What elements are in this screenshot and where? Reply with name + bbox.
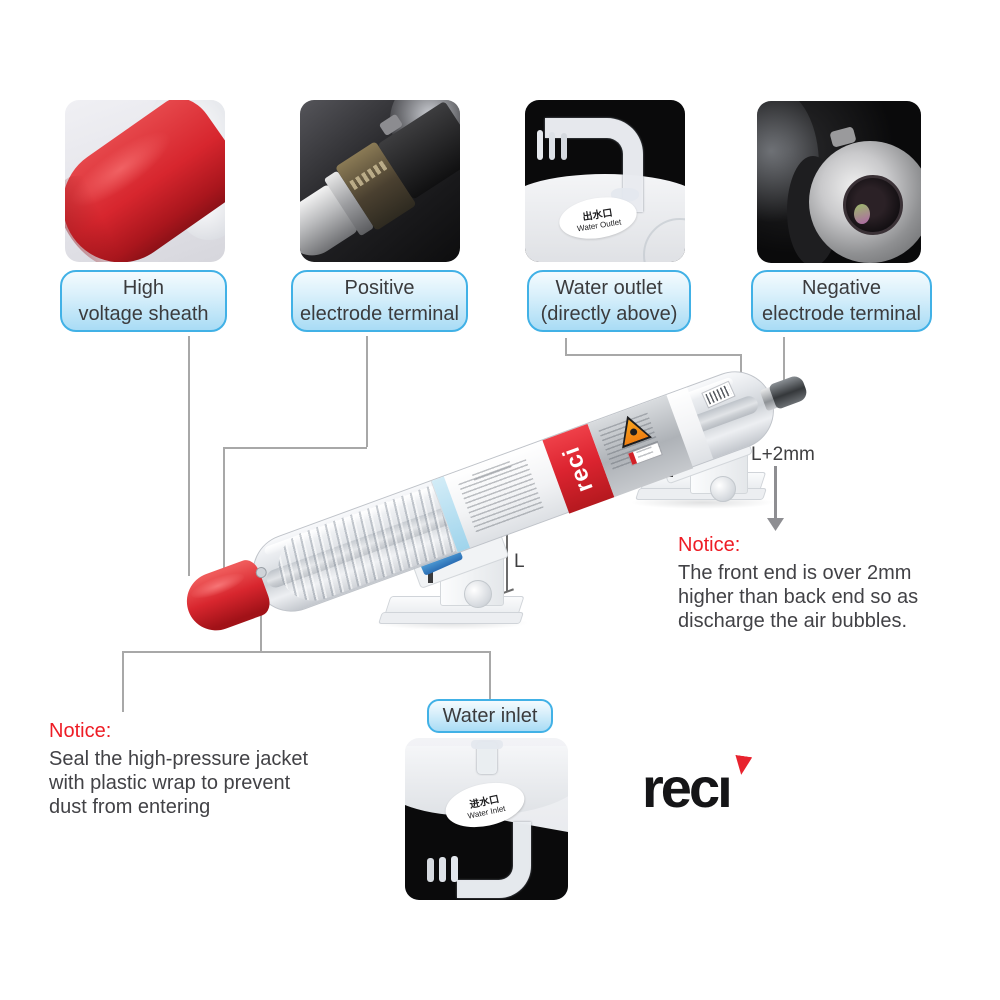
callout-line (223, 447, 367, 449)
callout-line (565, 354, 741, 356)
photo-high-voltage-sheath (65, 100, 225, 262)
reci-logo-text: recı (642, 756, 733, 819)
terminal-photo-shape (300, 100, 460, 262)
label-line: (directly above) (540, 303, 678, 325)
tube-spec-label: reci (430, 387, 714, 553)
callout-line (122, 651, 490, 653)
notice-line: with plastic wrap to prevent (49, 772, 291, 794)
callout-line (783, 337, 785, 388)
notice-title: Notice: (678, 534, 741, 556)
stand-knob (464, 580, 492, 608)
label-line: Water inlet (442, 705, 538, 727)
notice-line: The front end is over 2mm (678, 562, 912, 584)
notice-title: Notice: (49, 720, 112, 742)
photo-water-outlet: 出水口 Water Outlet (525, 100, 685, 262)
notice-line: dust from entering (49, 796, 211, 818)
label-line: voltage sheath (78, 303, 209, 325)
brand-band-text: reci (557, 442, 599, 496)
notice-seal-jacket: Notice: Seal the high-pressure jacket wi… (49, 720, 308, 819)
hose-barb-rib (451, 856, 458, 882)
negative-electrode-tip (768, 373, 810, 410)
metal-ring-photo-shape (809, 141, 921, 263)
notice-line: discharge the air bubbles. (678, 610, 908, 632)
arrow-line (774, 466, 777, 519)
notice-line: higher than back end so as (678, 586, 919, 608)
callout-line (366, 336, 368, 447)
hose-barb-rib (427, 858, 434, 882)
stand-slot (428, 572, 433, 583)
hose-barb-rib (549, 132, 555, 160)
notice-front-end: Notice: The front end is over 2mm higher… (678, 534, 918, 633)
label-line: Negative (802, 277, 881, 299)
label-water-outlet: Water outlet (directly above) (527, 270, 691, 332)
stand-knob (710, 476, 736, 502)
label-line: Positive (344, 277, 415, 299)
label-high-voltage-sheath: High voltage sheath (60, 270, 227, 332)
label-line: High (122, 277, 165, 299)
hose-barb-rib (561, 133, 567, 160)
tube-stand-base-lip (378, 612, 524, 624)
label-negative-electrode-terminal: Negative electrode terminal (751, 270, 932, 332)
callout-line (223, 447, 225, 570)
label-line: electrode terminal (300, 303, 459, 325)
hose-barb-rib (537, 130, 543, 160)
label-positive-electrode-terminal: Positive electrode terminal (291, 270, 468, 332)
callout-line (122, 651, 124, 712)
photo-positive-electrode-terminal (300, 100, 460, 262)
inlet-stub (477, 742, 497, 774)
hose-barb-rib (439, 857, 446, 882)
dimension-label-back: L (514, 551, 525, 572)
lens-glint (854, 204, 870, 224)
notice-line: Seal the high-pressure jacket (49, 748, 309, 770)
inlet-stub-flange (471, 740, 503, 749)
photo-negative-electrode-terminal (757, 101, 921, 263)
arrow-down-icon (767, 518, 784, 531)
callout-line (565, 338, 567, 355)
callout-line (188, 336, 190, 576)
label-line: electrode terminal (762, 303, 921, 325)
callout-line (260, 612, 262, 651)
label-line: Water outlet (555, 277, 663, 299)
callout-line (489, 651, 491, 700)
dimension-line-back (506, 530, 508, 592)
inlet-elbow-photo-shape (457, 822, 531, 898)
dimension-label-front: L+2mm (751, 444, 815, 465)
label-water-inlet: Water inlet (427, 699, 553, 733)
reci-logo: recı (642, 760, 762, 822)
photo-water-inlet: 进水口 Water Inlet (405, 738, 568, 900)
